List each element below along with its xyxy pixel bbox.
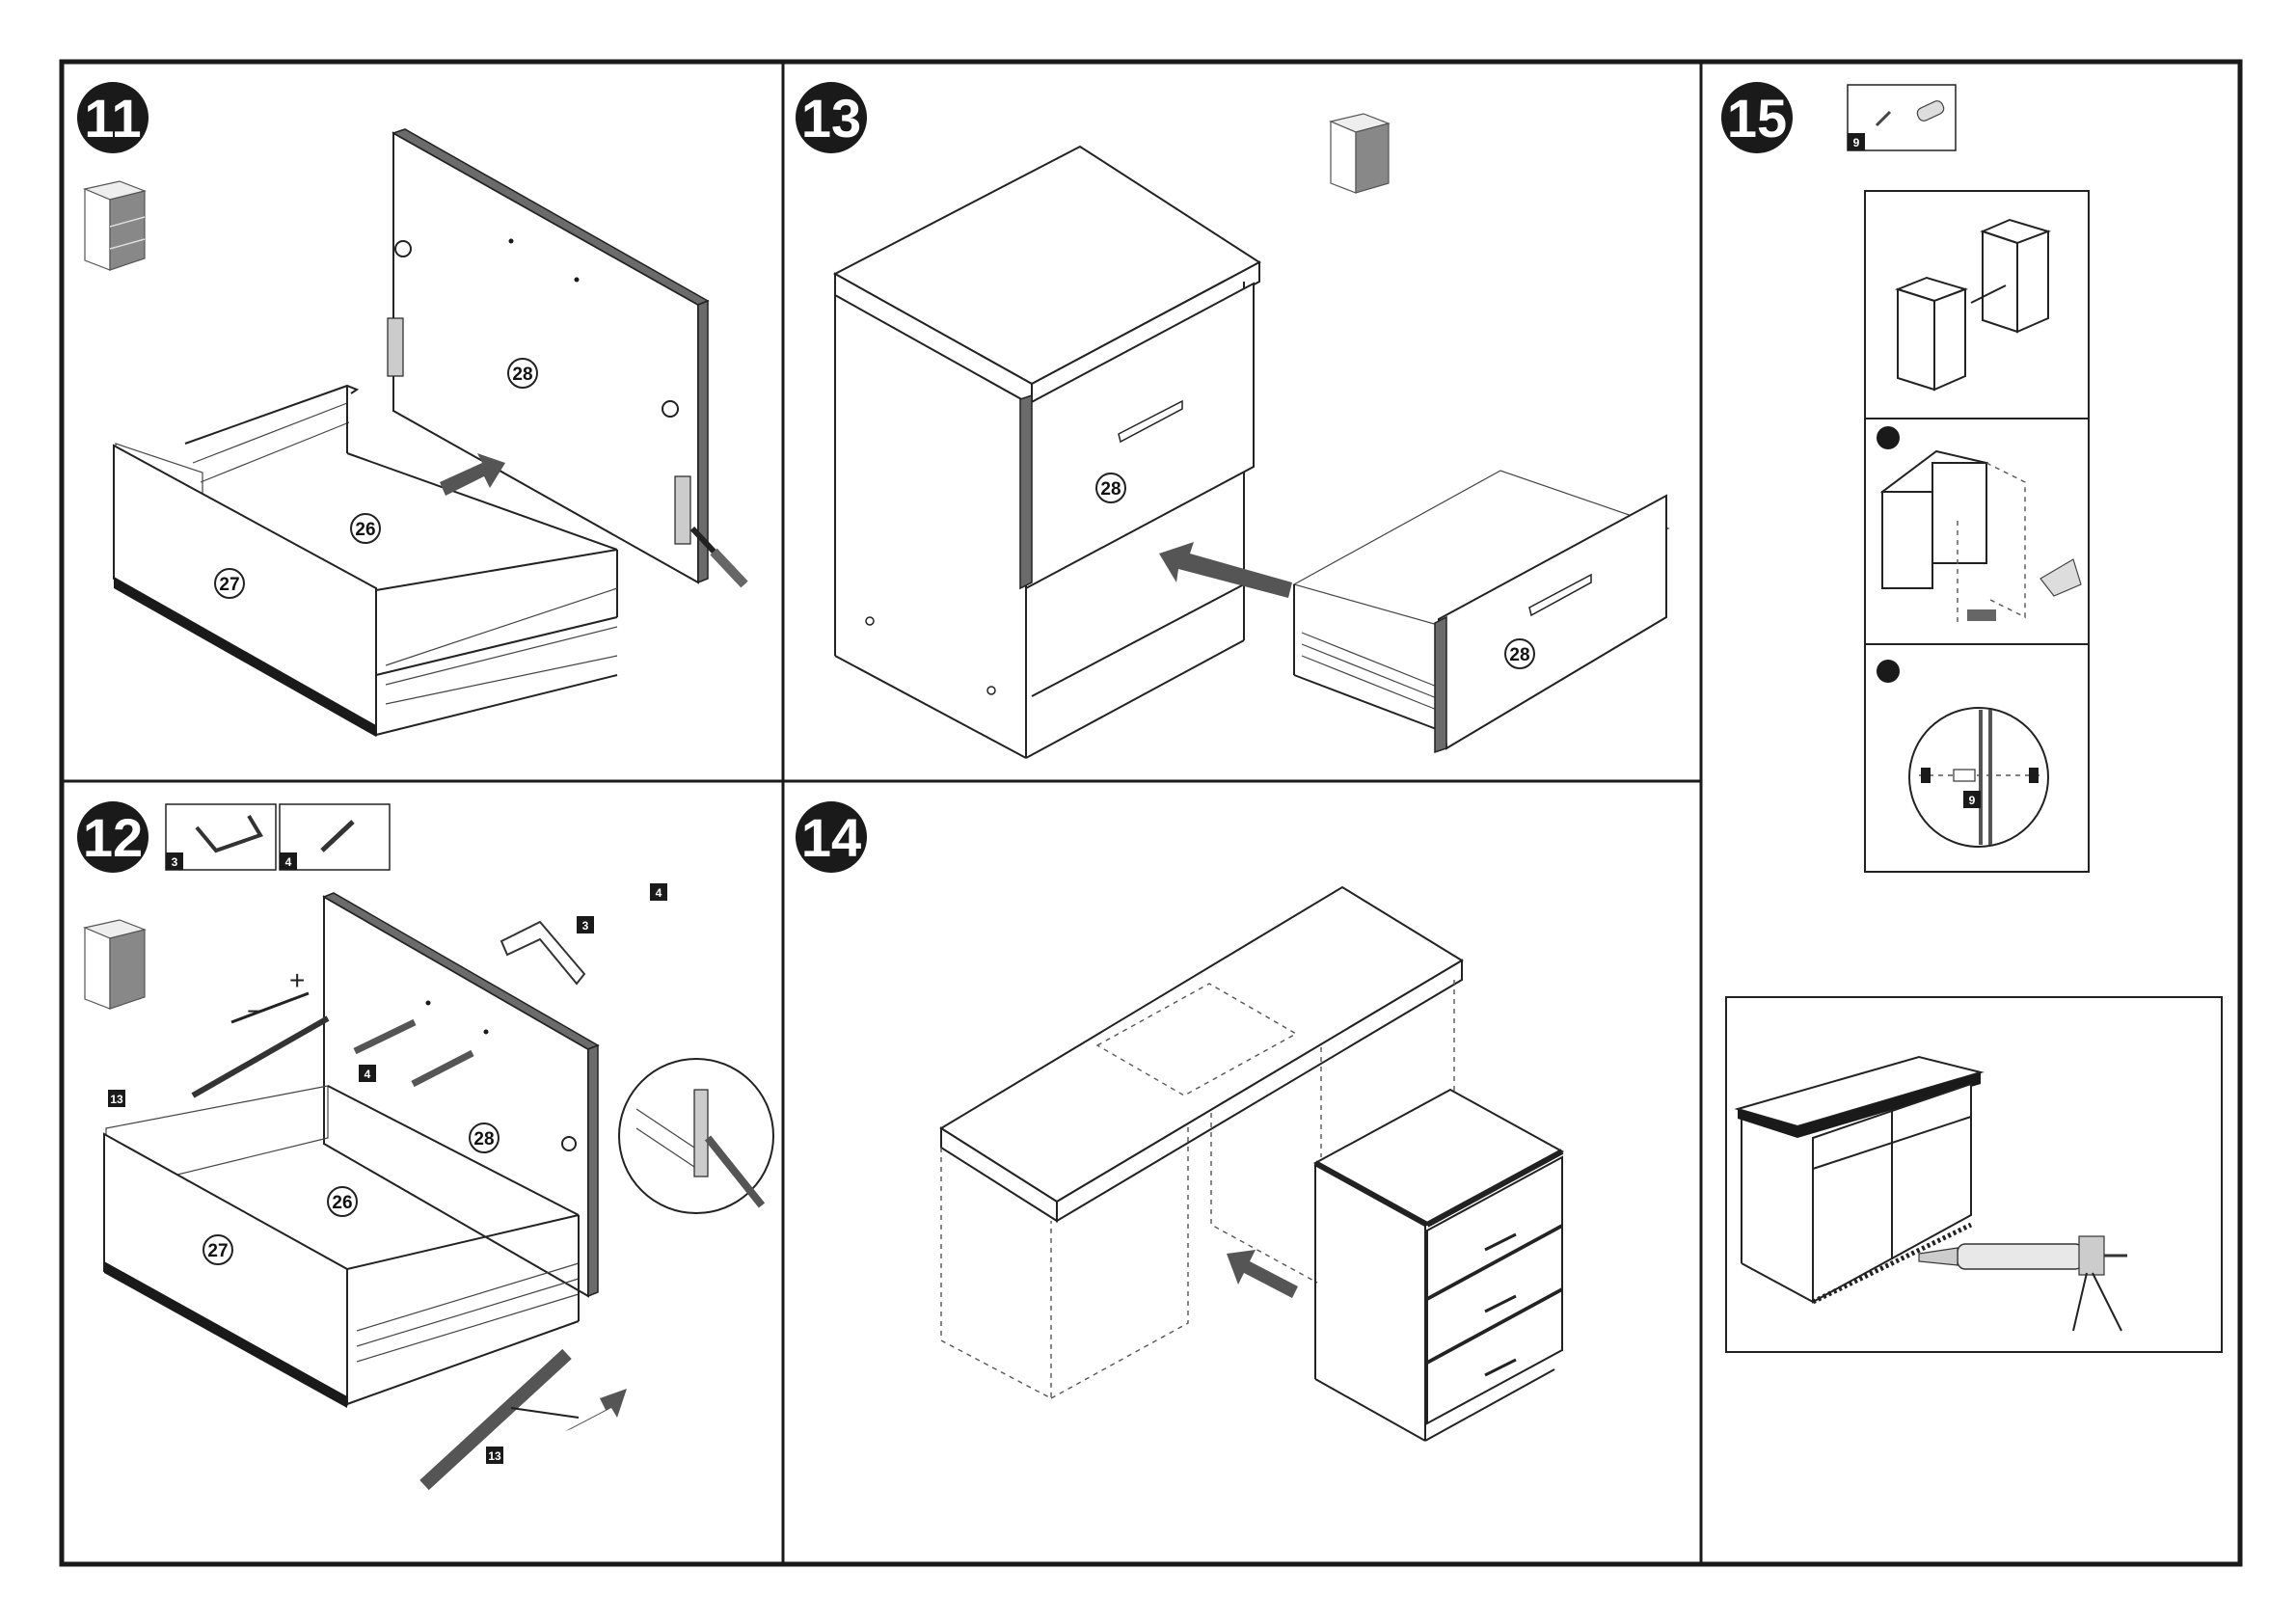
- connector-detail-figure: 9: [1909, 708, 2048, 847]
- insert-arrow-icon: [440, 453, 505, 496]
- callout-tag-13b: 13: [488, 1449, 501, 1463]
- callout-tag-3: 3: [582, 919, 589, 933]
- hardware-tag-4: 4: [285, 855, 292, 869]
- part-label-28: 28: [1100, 479, 1121, 500]
- svg-text:+: +: [289, 965, 305, 995]
- hinge-detail-magnifier: [619, 1059, 773, 1213]
- part-label-26: 26: [355, 520, 375, 540]
- adjust-arrow-icon: [231, 993, 309, 1022]
- step-13-panel: 13 28: [796, 82, 1668, 758]
- step-11-panel: 11 28: [77, 82, 744, 737]
- step-15-number: 15: [1727, 88, 1787, 149]
- drawer-unit: [1315, 1090, 1562, 1441]
- callout-tag-4b: 4: [365, 1068, 371, 1081]
- part-label-27: 27: [219, 575, 239, 595]
- cabinet-thumbnail-icon: [85, 920, 145, 1009]
- part-label-26: 26: [332, 1193, 352, 1213]
- hardware-box-4: 4: [280, 804, 390, 870]
- part-label-28: 28: [473, 1129, 494, 1150]
- part-label-28: 28: [1509, 645, 1529, 665]
- svg-text:−: −: [247, 996, 262, 1026]
- hardware-box-3: 3: [166, 804, 276, 870]
- base-cabinet: [835, 147, 1259, 758]
- step-14-number: 14: [801, 807, 861, 868]
- push-arrow-icon: [1227, 1250, 1298, 1298]
- insert-arrow-icon: [1159, 542, 1292, 598]
- step-13-number: 13: [801, 88, 861, 149]
- part-label-27: 27: [207, 1241, 228, 1261]
- cabinet-thumbnail-icon: [1331, 114, 1389, 193]
- callout-tag-4: 4: [656, 886, 662, 900]
- push-arrow-icon: [565, 1389, 627, 1431]
- step-15-panel: 15 9: [1721, 82, 2222, 1352]
- connector-tag-9: 9: [1969, 794, 1976, 807]
- rail-rod: [193, 1018, 328, 1096]
- step-12-number: 12: [83, 807, 143, 868]
- sealant-figure-frame: [1726, 997, 2222, 1352]
- part-label-28: 28: [512, 365, 532, 385]
- drawer-front-panel: [388, 129, 744, 584]
- drawer-assembly: [1294, 471, 1668, 752]
- drawer-front-panel: [324, 893, 598, 1296]
- screwdriver-icon: [424, 1354, 567, 1485]
- step-14-panel: 14: [796, 801, 1562, 1441]
- step-12-panel: 12 3 4 4: [77, 801, 773, 1485]
- hardware-tag-9: 9: [1853, 136, 1860, 149]
- step-11-number: 11: [84, 88, 141, 149]
- callout-tag-13: 13: [110, 1093, 123, 1106]
- hardware-tag-3: 3: [172, 855, 178, 869]
- cabinet-thumbnail-icon: [85, 181, 145, 270]
- hardware-box-9: 9: [1848, 85, 1956, 150]
